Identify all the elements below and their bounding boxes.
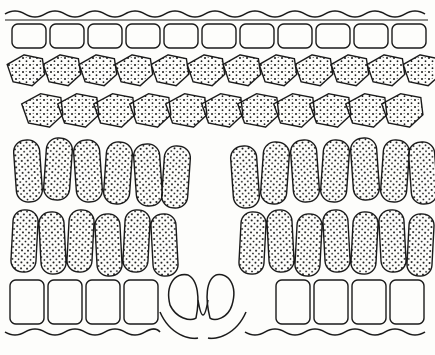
mesophyll-cell bbox=[331, 55, 369, 86]
upper-epidermis-cell bbox=[50, 24, 84, 48]
mesophyll-cell bbox=[238, 94, 279, 127]
mesophyll-cell bbox=[295, 55, 333, 86]
mesophyll-cell bbox=[310, 94, 351, 127]
mesophyll-cell bbox=[22, 94, 63, 127]
mesophyll-cell bbox=[382, 94, 423, 127]
mesophyll-cell bbox=[274, 94, 315, 127]
palisade-cell bbox=[10, 209, 38, 272]
palisade-cell bbox=[408, 141, 435, 205]
upper-epidermis-cell bbox=[354, 24, 388, 48]
mesophyll-cell bbox=[403, 55, 435, 86]
palisade-cell bbox=[290, 139, 320, 203]
palisade-cell bbox=[350, 137, 380, 201]
mesophyll-cell bbox=[367, 55, 405, 86]
palisade-cell bbox=[13, 139, 43, 203]
mesophyll-cell bbox=[58, 94, 99, 127]
mesophyll-cell bbox=[130, 94, 171, 127]
palisade-cell bbox=[94, 213, 122, 276]
palisade-cell bbox=[43, 137, 73, 201]
mesophyll-cell bbox=[151, 55, 189, 86]
mesophyll-cell bbox=[79, 55, 117, 86]
spongy-mesophyll bbox=[7, 55, 435, 127]
lower-epidermis-cell bbox=[352, 280, 386, 324]
stoma-pore bbox=[198, 300, 208, 315]
palisade-cell bbox=[238, 211, 266, 274]
palisade-cell bbox=[320, 139, 350, 203]
guard-cell-left bbox=[169, 275, 198, 320]
mesophyll-cell bbox=[187, 55, 225, 86]
mesophyll-cell bbox=[166, 94, 207, 127]
guard-cell-right bbox=[207, 275, 234, 320]
upper-epidermis-cell bbox=[278, 24, 312, 48]
palisade-cell bbox=[350, 211, 378, 274]
lower-epidermis-cell bbox=[48, 280, 82, 324]
mesophyll-cell bbox=[115, 55, 153, 86]
mesophyll-cell bbox=[94, 94, 135, 127]
upper-epidermis bbox=[12, 24, 426, 48]
upper-epidermis-cell bbox=[88, 24, 122, 48]
lower-epidermis-cell bbox=[10, 280, 44, 324]
palisade-cell bbox=[230, 145, 260, 209]
palisade-cell bbox=[122, 209, 150, 272]
lower-epidermis-cell bbox=[86, 280, 120, 324]
upper-epidermis-cell bbox=[316, 24, 350, 48]
palisade-cell bbox=[73, 139, 103, 203]
mesophyll-cell bbox=[223, 55, 261, 86]
palisade-cell bbox=[161, 145, 191, 209]
mesophyll-cell bbox=[7, 55, 45, 86]
palisade-cell bbox=[260, 141, 290, 205]
palisade-cell bbox=[378, 209, 406, 272]
lower-epidermis-cell bbox=[314, 280, 348, 324]
upper-epidermis-cell bbox=[164, 24, 198, 48]
lower-epidermis-cell bbox=[390, 280, 424, 324]
lower-epidermis-cell bbox=[276, 280, 310, 324]
palisade-cell bbox=[103, 141, 133, 205]
palisade-cell bbox=[294, 213, 322, 276]
palisade-cell bbox=[380, 139, 410, 203]
upper-epidermis-cell bbox=[240, 24, 274, 48]
upper-epidermis-cell bbox=[392, 24, 426, 48]
palisade-cell bbox=[150, 213, 178, 276]
palisade-cell bbox=[322, 209, 350, 272]
mesophyll-cell bbox=[43, 55, 80, 86]
palisade-cell bbox=[406, 213, 434, 276]
palisade-cell bbox=[38, 211, 66, 274]
palisade-cell bbox=[133, 143, 163, 207]
mesophyll-cell bbox=[346, 94, 387, 127]
lower-cuticle bbox=[5, 329, 425, 335]
lower-epidermis-cell bbox=[124, 280, 158, 324]
palisade-cell bbox=[266, 209, 294, 272]
mesophyll-cell bbox=[259, 55, 297, 86]
upper-epidermis-cell bbox=[126, 24, 160, 48]
palisade-cell bbox=[66, 209, 94, 272]
upper-cuticle bbox=[5, 11, 425, 17]
upper-epidermis-cell bbox=[12, 24, 46, 48]
mesophyll-cell bbox=[202, 94, 243, 127]
upper-epidermis-cell bbox=[202, 24, 236, 48]
